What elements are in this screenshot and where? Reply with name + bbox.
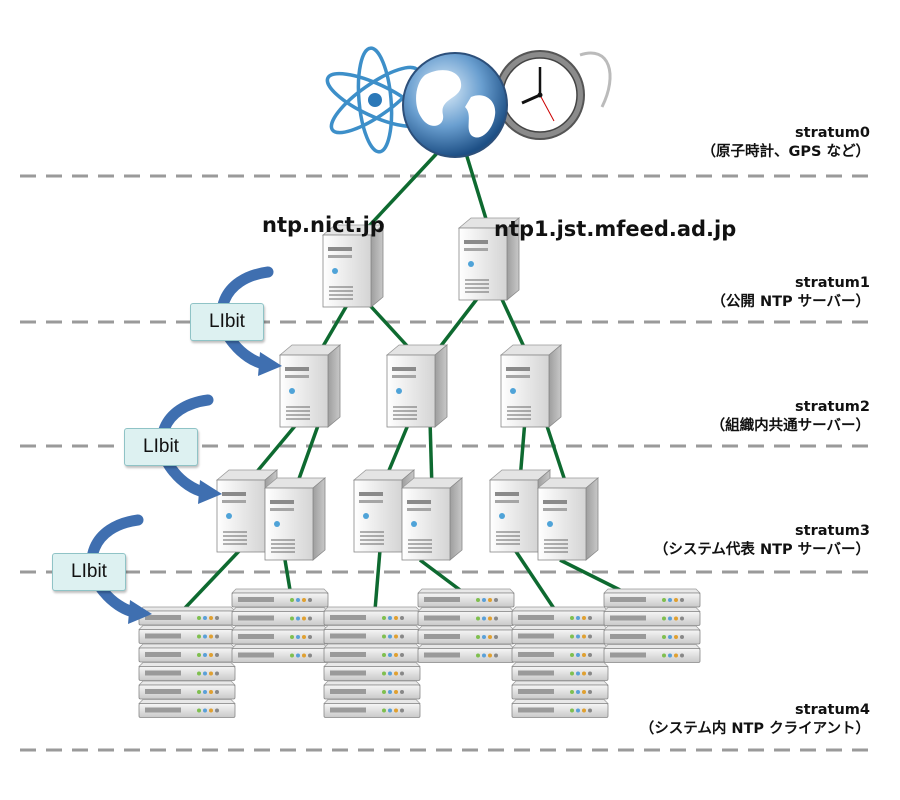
rack-server-icon — [138, 643, 236, 663]
clock-icon — [495, 50, 612, 140]
stratum-name: stratum2 — [795, 399, 870, 415]
rack-server-icon — [417, 625, 515, 645]
rack-server-icon — [417, 588, 515, 608]
rack-server-icon — [511, 680, 609, 700]
globe-icon — [402, 52, 508, 158]
stratum1-label: stratum1 （公開 NTP サーバー） — [711, 274, 870, 312]
stratum-desc: （組織内共通サーバー） — [710, 418, 870, 434]
tower-server-icon — [500, 344, 562, 428]
rack-server-icon — [323, 662, 421, 681]
stratum-name: stratum1 — [795, 275, 870, 291]
rack-server-icon — [323, 643, 421, 663]
connection-line — [283, 559, 292, 591]
tower-server-icon — [386, 344, 448, 428]
stratum-desc: （システム内 NTP クライアント） — [639, 721, 870, 737]
tower-server-icon — [279, 344, 341, 428]
connection-line — [183, 548, 242, 610]
rack-server-icon — [603, 625, 701, 645]
rack-server-icon — [511, 606, 609, 626]
stratum4-label: stratum4 （システム内 NTP クライアント） — [640, 701, 870, 739]
rack-server-icon — [138, 625, 236, 644]
stratum3-label: stratum3 （システム代表 NTP サーバー） — [654, 522, 870, 560]
stratum-name: stratum4 — [795, 702, 870, 718]
tower-server-icon — [537, 477, 599, 561]
rack-server-icon — [603, 644, 701, 663]
rack-server-icon — [511, 625, 609, 644]
libit-label: LIbit — [52, 553, 126, 591]
tower-server-icon — [322, 224, 384, 308]
tower-server-icon — [264, 477, 326, 561]
rack-server-icon — [138, 606, 236, 626]
connection-line — [513, 549, 557, 611]
connection-line — [373, 549, 382, 611]
rack-server-icon — [323, 699, 421, 718]
stratum2-label: stratum2 （組織内共通サーバー） — [711, 398, 870, 436]
libit-label: LIbit — [124, 428, 198, 466]
rack-server-icon — [231, 607, 329, 626]
stratum0-label: stratum0 （原子時計、GPS など） — [701, 124, 870, 162]
connection-line — [559, 558, 621, 592]
rack-server-icon — [417, 644, 515, 663]
stratum-desc: （原子時計、GPS など） — [701, 144, 870, 160]
rack-server-icon — [138, 662, 236, 681]
libit-label: LIbit — [190, 303, 264, 341]
host-label-mfeed: ntp1.jst.mfeed.ad.jp — [494, 217, 737, 241]
rack-server-icon — [603, 607, 701, 626]
stratum-desc: （公開 NTP サーバー） — [711, 294, 870, 310]
rack-server-icon — [323, 625, 421, 644]
rack-server-icon — [511, 699, 609, 718]
rack-server-icon — [323, 680, 421, 700]
rack-server-icon — [323, 606, 421, 626]
rack-server-icon — [138, 680, 236, 700]
connection-line — [418, 558, 462, 592]
rack-server-icon — [417, 607, 515, 626]
stratum-desc: （システム代表 NTP サーバー） — [653, 542, 870, 558]
rack-server-icon — [511, 662, 609, 681]
rack-server-icon — [603, 588, 701, 608]
rack-server-icon — [231, 588, 329, 608]
stratum-name: stratum3 — [795, 523, 870, 539]
rack-server-icon — [138, 699, 236, 718]
rack-server-icon — [231, 625, 329, 645]
rack-server-group — [138, 588, 701, 718]
tower-server-icon — [401, 477, 463, 561]
rack-server-icon — [511, 643, 609, 663]
stratum-name: stratum0 — [795, 125, 870, 141]
rack-server-icon — [231, 644, 329, 663]
host-label-nict: ntp.nict.jp — [262, 213, 385, 237]
